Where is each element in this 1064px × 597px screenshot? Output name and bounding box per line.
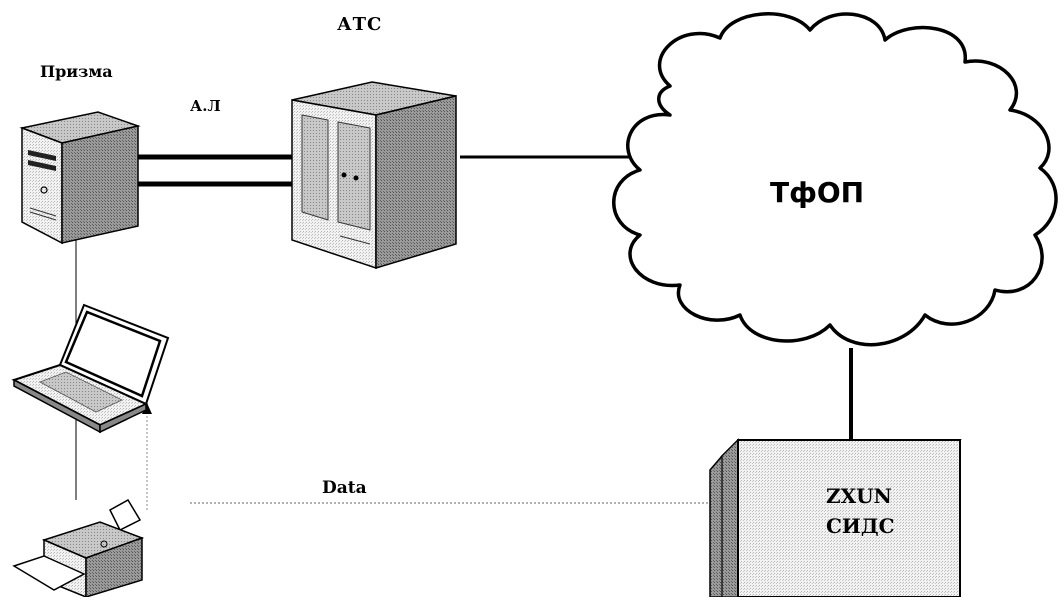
exchange-cabinet-icon: [291, 81, 457, 270]
data-link-label: Data: [322, 478, 367, 498]
sids-label: СИДС: [826, 514, 895, 538]
pstn-label: ТфОП: [770, 176, 865, 209]
prizma-label: Призма: [40, 62, 113, 81]
printer-icon: [12, 498, 145, 597]
subscriber-line-label: А.Л: [190, 97, 221, 115]
zxun-label: ZXUN: [826, 484, 892, 508]
server-tower-icon: [19, 111, 141, 245]
laptop-icon: [11, 303, 170, 434]
atc-label: АТС: [337, 14, 383, 35]
cloud-icon: [612, 12, 1058, 347]
box-3d-icon: [709, 438, 962, 597]
